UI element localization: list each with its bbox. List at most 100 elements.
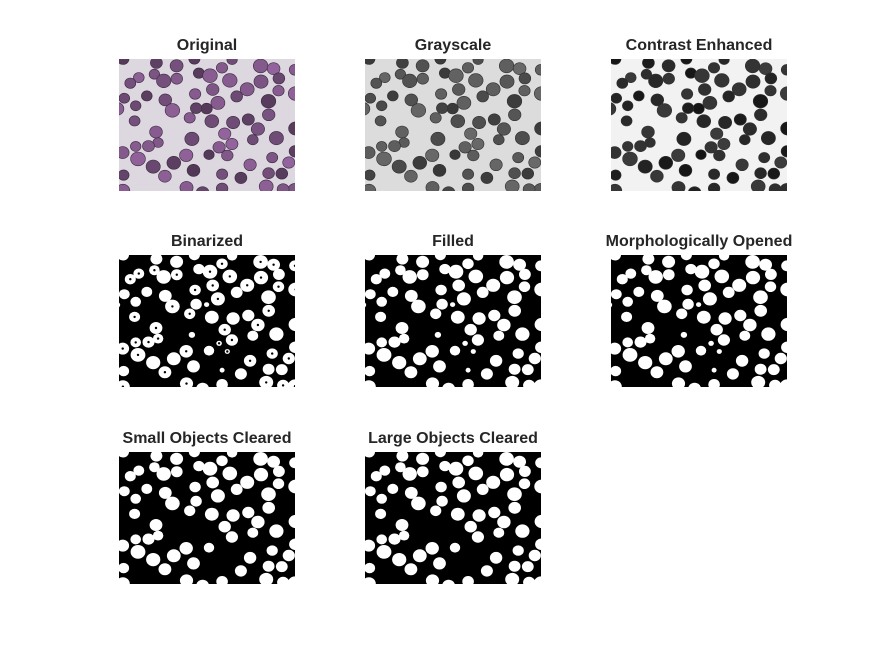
cell-blob xyxy=(658,352,673,366)
cell-blob xyxy=(681,284,693,296)
cell-blob xyxy=(394,68,407,80)
cell-blob xyxy=(282,549,295,562)
cell-blob xyxy=(611,183,623,191)
cell-blob xyxy=(276,183,290,191)
cell-blob xyxy=(119,289,130,300)
cell-blob xyxy=(202,68,218,83)
cell-blob xyxy=(633,286,645,297)
cell-blob xyxy=(754,304,767,317)
cell-blob xyxy=(230,90,243,103)
cell-blob xyxy=(124,471,136,482)
cell-blob xyxy=(694,68,710,83)
cell-blob xyxy=(179,148,194,162)
cell-blob xyxy=(622,151,638,167)
cell-blob xyxy=(242,309,255,322)
cell-blob xyxy=(187,360,200,373)
cell-blob xyxy=(119,302,121,308)
cell-blob xyxy=(141,286,153,297)
cell-blob xyxy=(499,270,515,285)
cell-blob xyxy=(190,495,202,507)
cell-blob xyxy=(435,481,447,493)
cell-blob xyxy=(611,102,617,116)
cell-blob xyxy=(642,59,655,69)
cell-blob xyxy=(758,152,771,164)
cell-blob xyxy=(193,460,205,472)
cell-blob xyxy=(698,279,711,292)
cell-blob xyxy=(611,255,621,261)
cell-blob xyxy=(170,255,184,268)
cell-blob xyxy=(261,487,276,501)
cell-blob xyxy=(452,476,465,489)
cell-blob xyxy=(508,363,521,375)
cell-blob xyxy=(376,534,387,545)
cell-blob xyxy=(648,270,663,284)
cell-blob xyxy=(472,312,486,325)
cell-blob xyxy=(695,345,707,356)
cell-blob xyxy=(435,284,447,296)
cell-blob xyxy=(158,563,172,576)
cell-blob xyxy=(379,268,391,279)
cell-blob xyxy=(751,375,766,387)
cell-blob xyxy=(696,310,711,324)
cell-blob xyxy=(513,258,526,271)
cell-blob xyxy=(497,318,511,332)
cell-blob xyxy=(708,379,720,387)
cell-blob xyxy=(462,340,468,346)
cell-blob xyxy=(365,486,376,497)
cell-blob xyxy=(404,366,418,379)
cell-blob xyxy=(243,551,257,564)
cell-blob xyxy=(448,461,464,476)
cell-blob xyxy=(708,168,720,180)
image-binarized xyxy=(119,255,295,387)
cell-hole xyxy=(163,371,167,374)
cell-hole xyxy=(171,305,174,308)
cell-blob xyxy=(452,83,466,96)
cell-blob xyxy=(165,496,180,511)
cell-blob xyxy=(456,489,471,503)
cell-blob xyxy=(262,501,275,514)
cell-blob xyxy=(240,475,255,489)
cell-blob xyxy=(780,317,787,332)
cell-blob xyxy=(486,278,501,292)
cell-blob xyxy=(535,260,541,272)
cell-blob xyxy=(523,379,536,387)
cell-blob xyxy=(708,258,720,270)
cell-blob xyxy=(504,179,520,191)
cell-blob xyxy=(396,255,409,265)
cell-blob xyxy=(522,183,536,191)
cell-blob xyxy=(472,59,484,65)
cell-blob xyxy=(398,530,410,541)
cell-blob xyxy=(225,531,238,543)
cell-hole xyxy=(281,384,285,387)
cell-blob xyxy=(648,73,664,88)
cell-blob xyxy=(622,296,633,307)
cell-blob xyxy=(203,542,215,553)
cell-hole xyxy=(175,273,178,276)
cell-blob xyxy=(365,146,376,159)
cell-blob xyxy=(764,85,777,97)
cell-blob xyxy=(395,322,409,334)
cell-blob xyxy=(671,377,686,387)
cell-blob xyxy=(743,318,757,332)
cell-blob xyxy=(493,134,505,146)
cell-blob xyxy=(640,68,653,80)
cell-blob xyxy=(133,72,145,83)
cell-blob xyxy=(439,460,451,472)
cell-blob xyxy=(449,345,461,356)
cell-hole xyxy=(133,315,136,319)
cell-blob xyxy=(230,286,243,298)
cell-hole xyxy=(259,276,263,279)
cell-blob xyxy=(222,73,238,88)
cell-blob xyxy=(487,113,501,126)
cell-blob xyxy=(234,368,247,380)
cell-blob xyxy=(247,527,259,538)
cell-blob xyxy=(692,102,705,115)
cell-blob xyxy=(696,302,702,307)
cell-blob xyxy=(515,524,530,538)
cell-blob xyxy=(149,519,163,531)
cell-blob xyxy=(259,572,274,584)
cell-blob xyxy=(650,169,664,183)
cell-blob xyxy=(658,156,673,170)
cell-blob xyxy=(528,549,541,562)
cell-blob xyxy=(395,462,406,473)
